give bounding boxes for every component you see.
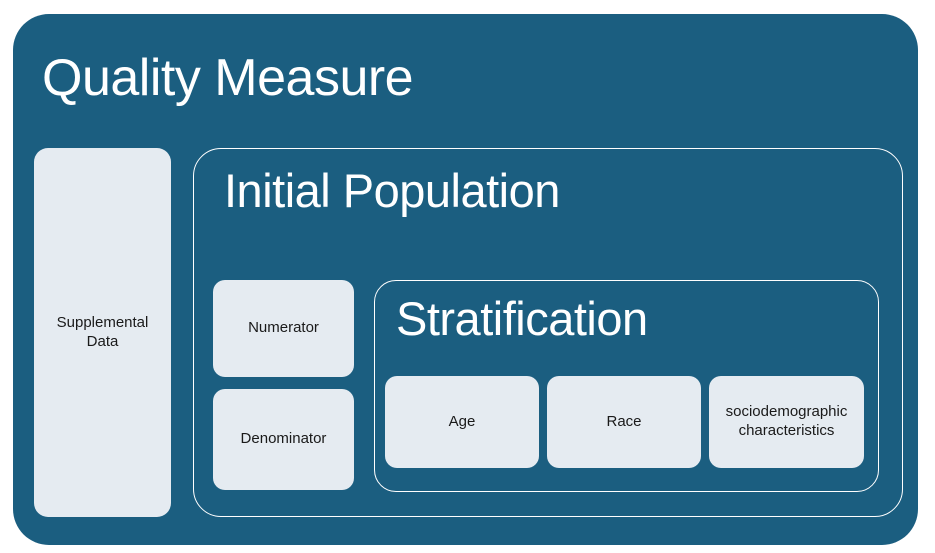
stratification-container: Stratification Age Race sociodemographic… <box>374 280 879 492</box>
supplemental-data-label: Supplemental Data <box>56 313 149 350</box>
initial-population-container: Initial Population Numerator Denominator… <box>193 148 903 517</box>
initial-population-title: Initial Population <box>224 164 560 217</box>
quality-measure-title: Quality Measure <box>42 49 414 107</box>
stratification-item-sociodemographic: sociodemographic characteristics <box>709 376 864 468</box>
denominator-box: Denominator <box>213 389 354 490</box>
race-label: Race <box>606 412 642 430</box>
sociodemographic-label: sociodemographic characteristics <box>725 403 848 439</box>
quality-measure-container: Quality Measure Supplemental Data Initia… <box>13 14 918 545</box>
age-label: Age <box>448 412 476 430</box>
numerator-box: Numerator <box>213 280 354 377</box>
numerator-label: Numerator <box>248 319 319 337</box>
denominator-label: Denominator <box>240 430 327 448</box>
stratification-title: Stratification <box>396 292 648 345</box>
stratification-item-race: Race <box>547 376 701 468</box>
supplemental-data-box: Supplemental Data <box>34 148 171 517</box>
stratification-item-age: Age <box>385 376 539 468</box>
